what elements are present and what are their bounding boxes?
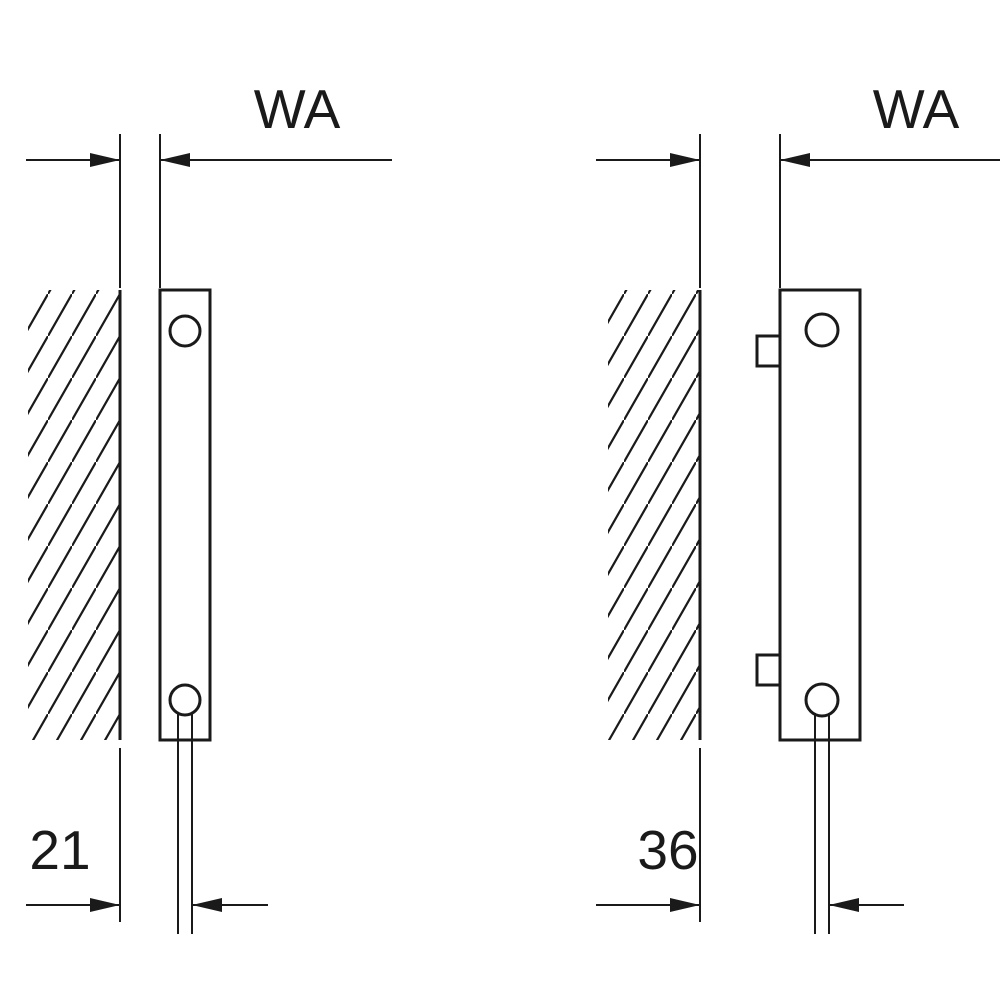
wall-distance-label: WA [254,78,341,140]
arrowhead-right-pointing [670,153,700,167]
bracket-tab-bottom [755,653,783,687]
arrowhead-left-pointing [780,153,810,167]
radiator-profile [778,288,862,742]
top-connection-circle [168,314,202,348]
pipe-distance-label: 21 [29,819,90,881]
pipe-distance-label: 36 [637,819,698,881]
arrowhead-right-pointing-bottom [90,898,120,912]
figure-left: WA 21 [26,78,392,934]
arrowhead-left-pointing [160,153,190,167]
wall-distance-label: WA [873,78,960,140]
arrowhead-left-pointing-bottom [829,898,859,912]
top-connection-circle [804,312,840,348]
arrowhead-left-pointing-bottom [192,898,222,912]
arrowhead-right-pointing-bottom [670,898,700,912]
bottom-connection-circle [168,683,202,717]
wall-hatch [608,290,700,740]
wall-hatch [28,290,120,740]
arrowhead-right-pointing [90,153,120,167]
bracket-tab-top [755,334,783,368]
radiator-profile [158,288,212,742]
figure-right: WA 36 [596,78,1000,934]
bottom-connection-circle [804,682,840,718]
